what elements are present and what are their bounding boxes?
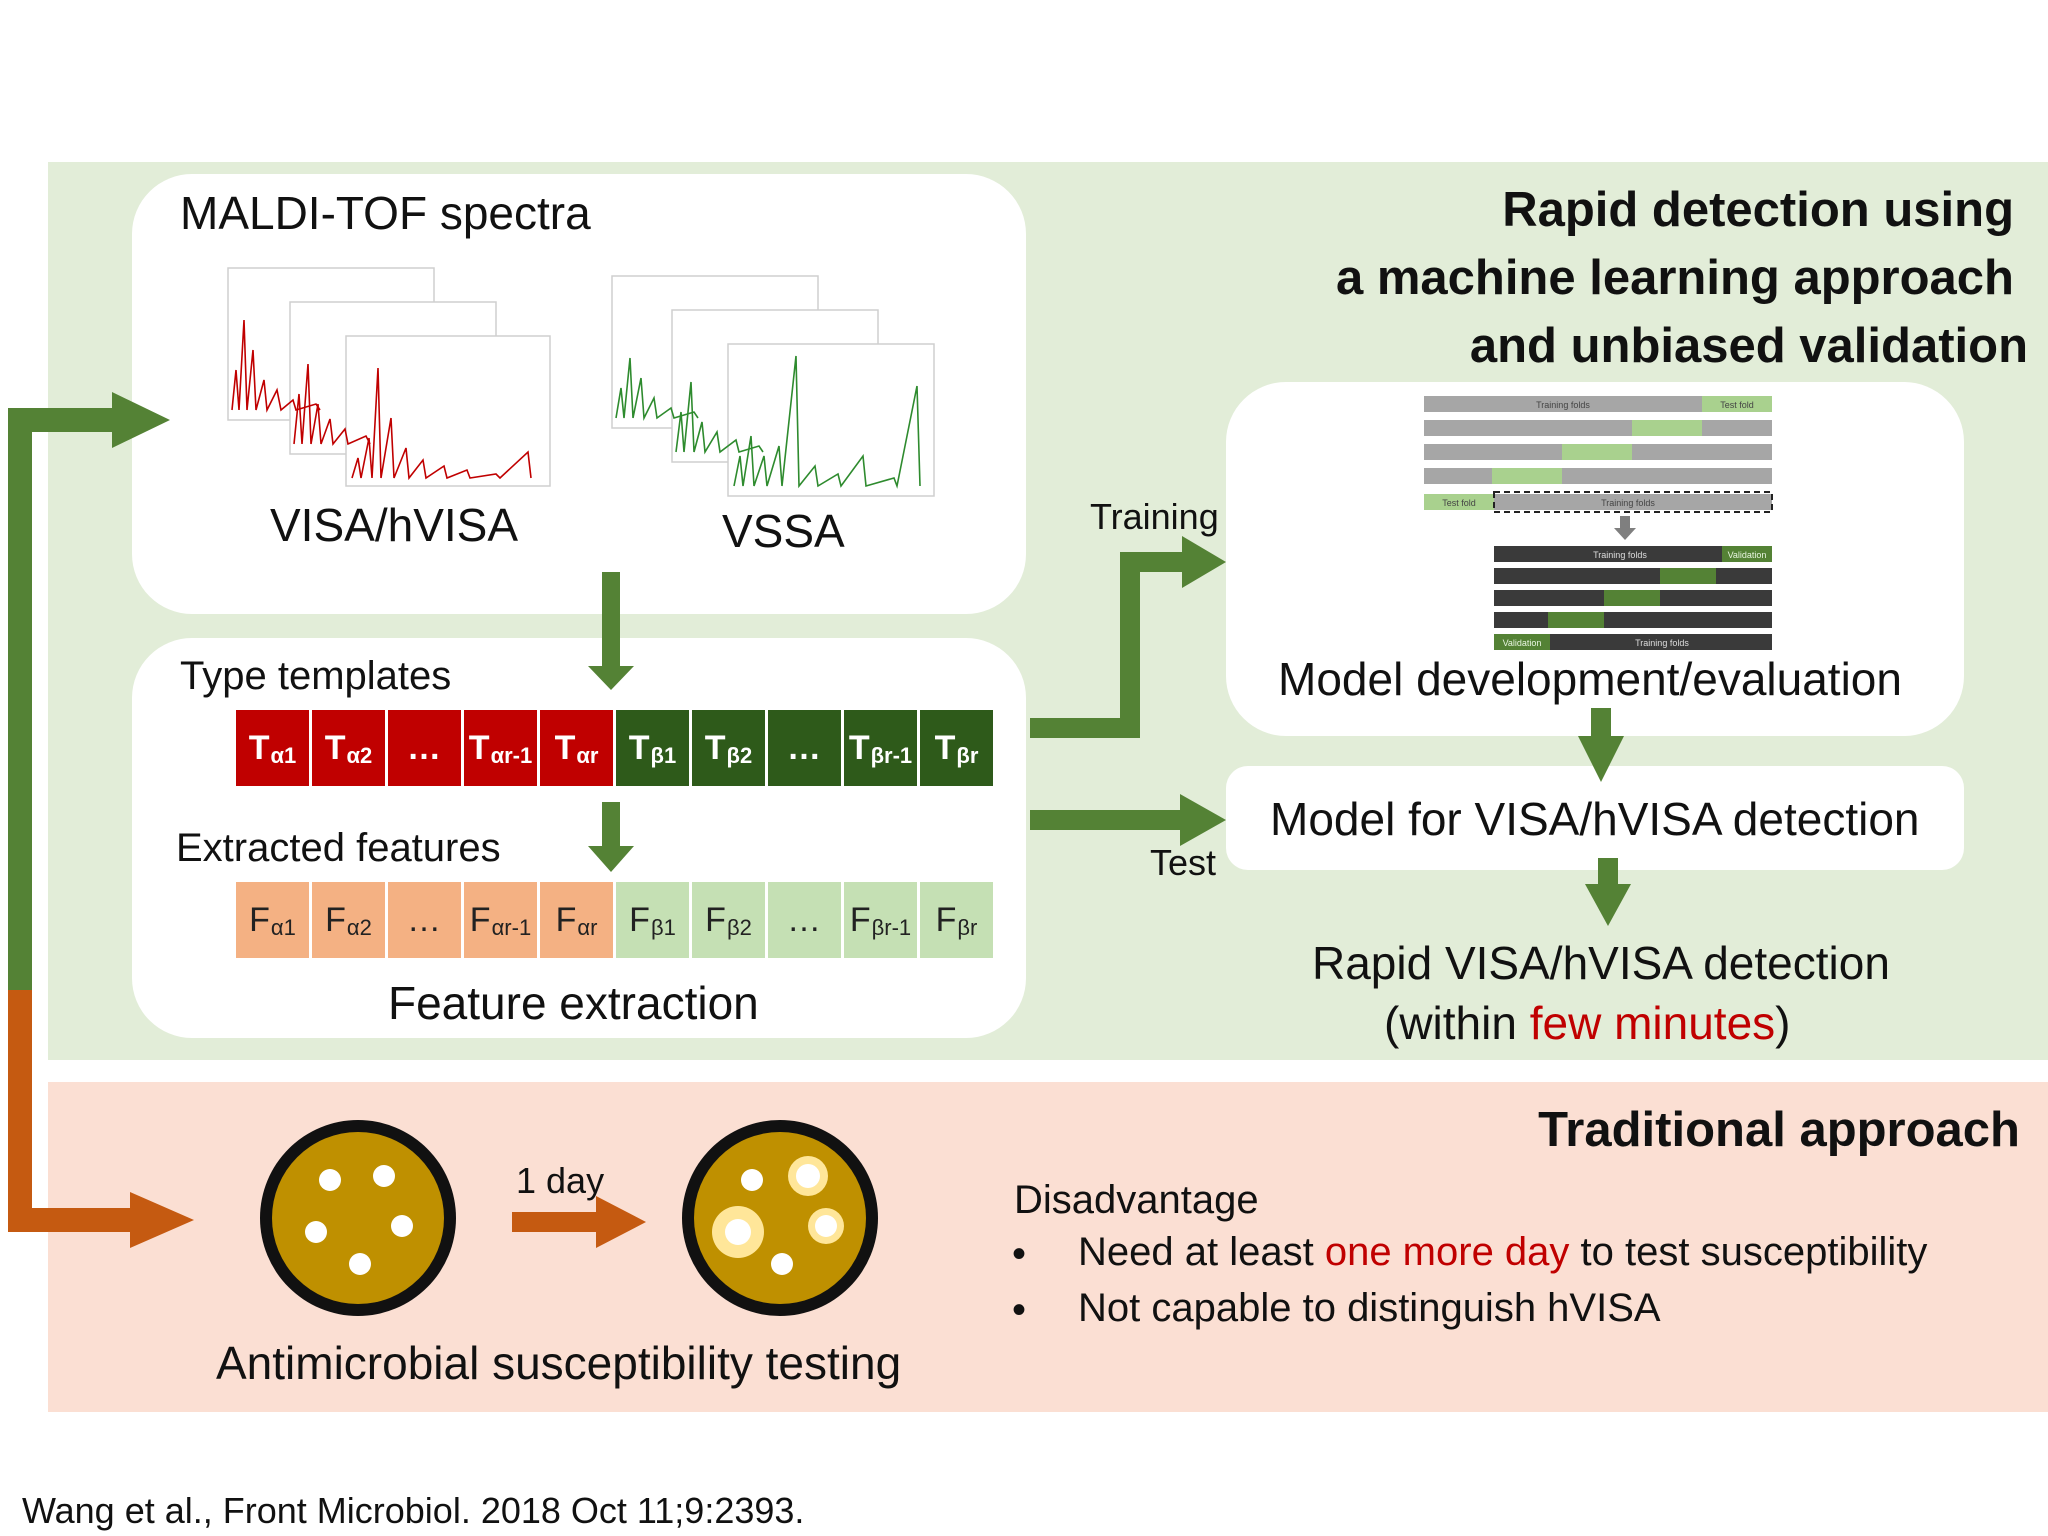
disadvantage-bullet: Need at least one more day to test susce… xyxy=(1078,1230,1927,1275)
type-templates-label: Type templates xyxy=(180,654,452,698)
traditional-heading: Traditional approach xyxy=(1538,1103,2020,1157)
test-label: Test xyxy=(1150,842,1217,883)
disadvantage-bullet: Not capable to distinguish hVISA xyxy=(1078,1286,1661,1331)
template-cell: … xyxy=(388,710,461,786)
bullet-highlight: one more day xyxy=(1324,1230,1570,1274)
bullet-text: to test susceptibility xyxy=(1569,1230,1928,1274)
bullet-text: Need at least xyxy=(1078,1230,1325,1274)
spectra-title: MALDI-TOF spectra xyxy=(180,187,591,239)
ml-heading-line: a machine learning approach xyxy=(1335,251,2014,305)
model-development-title: Model development/evaluation xyxy=(1278,653,1902,705)
feature-extraction-box xyxy=(132,638,1026,1038)
ml-heading-line: and unbiased validation xyxy=(1469,319,2028,373)
result-line2-pre: (within xyxy=(1384,997,1530,1049)
vssa-spectra-label: VSSA xyxy=(722,505,845,557)
disadvantage-title: Disadvantage xyxy=(1014,1178,1259,1222)
result-highlight: few minutes xyxy=(1529,997,1776,1049)
ml-heading-line: Rapid detection using xyxy=(1502,183,2014,237)
ast-caption: Antimicrobial susceptibility testing xyxy=(216,1337,902,1389)
bullet-marker: • xyxy=(1012,1232,1027,1276)
extracted-features-label: Extracted features xyxy=(176,826,501,870)
incubation-label: 1 day xyxy=(516,1160,605,1201)
result-line2-post: ) xyxy=(1775,997,1791,1049)
visa-spectra-label: VISA/hVISA xyxy=(270,499,519,551)
detection-model-label: Model for VISA/hVISA detection xyxy=(1270,793,1920,845)
detection-model-box xyxy=(1226,766,1964,870)
bullet-marker: • xyxy=(1012,1288,1027,1332)
template-cell: … xyxy=(768,710,841,786)
training-label: Training xyxy=(1090,496,1219,537)
ml-heading: Rapid detection using a machine learning… xyxy=(1128,176,2028,380)
feature-cell: … xyxy=(768,882,841,958)
result-line2: (within few minutes) xyxy=(1384,996,1790,1050)
bullet-text: Not capable to distinguish hVISA xyxy=(1078,1286,1661,1330)
feature-extraction-caption: Feature extraction xyxy=(388,977,759,1029)
citation: Wang et al., Front Microbiol. 2018 Oct 1… xyxy=(22,1490,805,1531)
result-line1: Rapid VISA/hVISA detection xyxy=(1312,937,1890,989)
spectra-box xyxy=(132,174,1026,614)
feature-cell: … xyxy=(388,882,461,958)
